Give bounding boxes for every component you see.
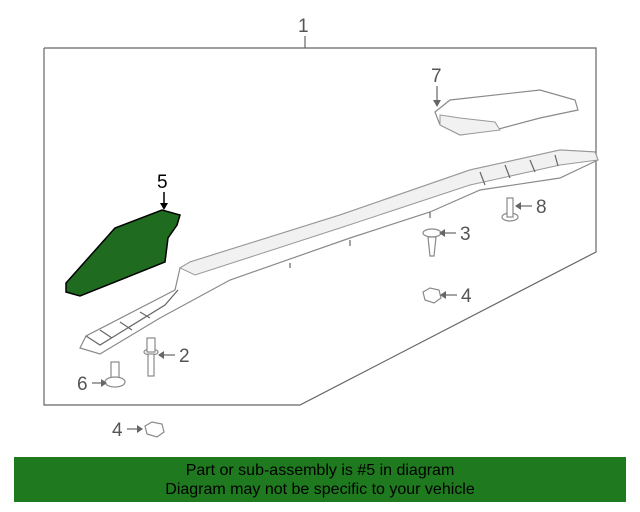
callout-3-arrow	[439, 229, 445, 237]
part-7-end-cover	[434, 89, 579, 136]
notice-line-1: Part or sub-assembly is #5 in diagram	[185, 462, 455, 479]
callout-4a-label: 4	[461, 286, 472, 307]
callout-8-label: 8	[536, 197, 547, 218]
callout-3-label: 3	[460, 224, 471, 245]
part-2-stud	[143, 337, 159, 377]
roof-rail-part	[79, 149, 599, 355]
assembly-frame	[43, 47, 597, 406]
callout-1-label: 1	[298, 16, 309, 37]
callout-5-label: 5	[157, 172, 168, 193]
part-5-highlighted	[65, 209, 181, 297]
callout-4b-arrow	[137, 425, 143, 433]
callout-8-arrow	[515, 202, 521, 210]
notice-line-2: Diagram may not be specific to your vehi…	[165, 481, 475, 498]
callout-4b-label: 4	[112, 420, 123, 441]
callout-2-label: 2	[179, 346, 190, 367]
diagram-notice-banner: Part or sub-assembly is #5 in diagram Di…	[14, 457, 626, 502]
callout-6-arrow	[101, 379, 107, 387]
part-8-screw	[501, 197, 519, 222]
part-6-clip	[104, 361, 126, 388]
part-3-bolt	[422, 228, 442, 257]
callout-7-label: 7	[431, 66, 442, 87]
callout-5-arrow	[160, 203, 168, 210]
callout-6-label: 6	[77, 374, 88, 395]
part-4-nut-upper	[422, 287, 442, 304]
callout-4a-arrow	[440, 291, 446, 299]
callout-2-arrow	[158, 351, 164, 359]
callout-7-arrow	[433, 100, 441, 107]
part-4-nut-lower	[144, 421, 165, 438]
